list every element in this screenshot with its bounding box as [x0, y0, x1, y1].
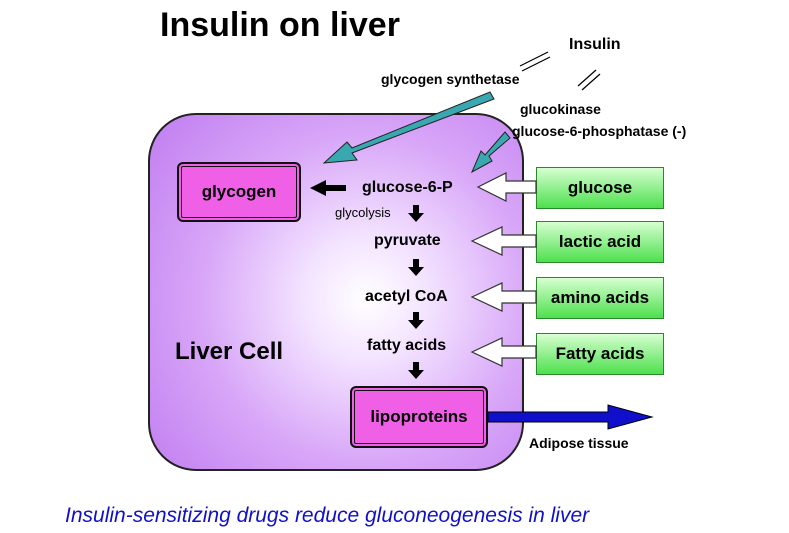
lipoproteins-box: lipoproteins — [350, 386, 488, 448]
input-glucose: glucose — [536, 167, 664, 209]
input-lactic-acid: lactic acid — [536, 221, 664, 263]
fatty-acids-input-arrow — [470, 337, 537, 367]
amino-acids-input-arrow — [470, 282, 537, 312]
adipose-tissue-label: Adipose tissue — [529, 435, 629, 451]
insulin-label: Insulin — [569, 36, 621, 53]
pathway-arrows — [310, 180, 424, 379]
input-amino-acids: amino acids — [536, 277, 664, 319]
glucokinase-arrow — [470, 131, 511, 174]
input-arrows — [470, 172, 537, 367]
export-to-adipose-arrow — [487, 404, 654, 430]
glucokinase-label: glucokinase — [520, 101, 601, 117]
diagram-title: Insulin on liver — [160, 6, 400, 44]
glycogen-box: glycogen — [177, 162, 301, 222]
pyruvate-to-acetylcoa-arrow — [408, 259, 424, 276]
g6p-to-glycogen-arrow — [310, 180, 346, 196]
glycogen-synthetase-arrow — [322, 91, 495, 164]
fattyacids-to-lipoproteins-arrow — [408, 362, 424, 379]
insulin-receptor-symbol — [519, 51, 601, 91]
glycolysis-label: glycolysis — [335, 205, 391, 220]
liver-cell-label: Liver Cell — [175, 338, 284, 365]
lactic-acid-input-arrow — [470, 226, 537, 256]
glycogen-synthetase-label: glycogen synthetase — [381, 71, 520, 87]
acetylcoa-to-fattyacids-arrow — [408, 312, 424, 329]
caption: Insulin-sensitizing drugs reduce glucone… — [65, 504, 590, 527]
fatty-acids-label: fatty acids — [367, 337, 447, 354]
pyruvate-label: pyruvate — [374, 232, 441, 249]
g6pase-label: glucose-6-phosphatase (-) — [512, 123, 687, 139]
input-fatty-acids: Fatty acids — [536, 333, 664, 375]
acetyl-coa-label: acetyl CoA — [365, 288, 448, 305]
g6p-to-pyruvate-arrow — [408, 205, 424, 222]
g6p-label: glucose-6-P — [362, 179, 453, 196]
glucose-input-arrow — [476, 172, 537, 202]
